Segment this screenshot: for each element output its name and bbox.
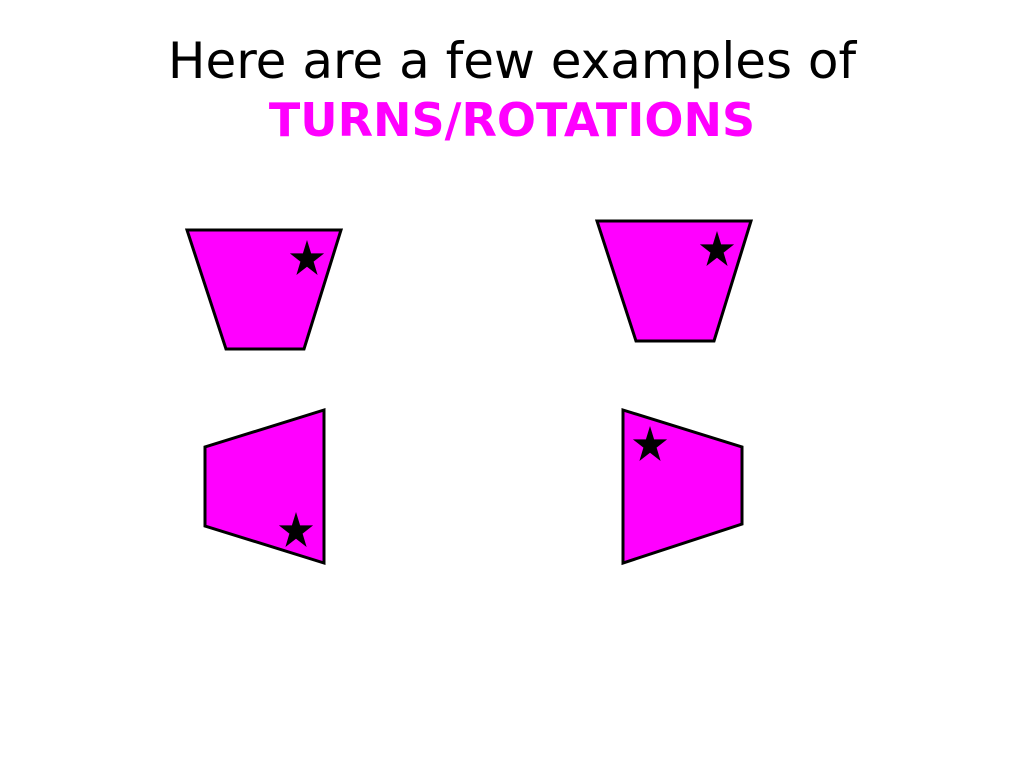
star-icon: [699, 231, 735, 266]
star-icon: [278, 512, 314, 547]
star-icon: [632, 426, 668, 461]
title-line-2-turns-rotations: TURNS/ROTATIONS: [268, 93, 756, 147]
trapezoid-shape-4: [621, 407, 744, 566]
title-line-1: Here are a few examples of: [167, 32, 857, 90]
star-icon: [289, 240, 325, 275]
trapezoid-shape-1: [184, 228, 344, 351]
trapezoid-shape-2: [594, 219, 754, 343]
rotated-trapezoid-bottom-right: [621, 407, 744, 566]
rotated-trapezoid-bottom-left: [203, 407, 326, 566]
trapezoid-shape-3: [203, 407, 326, 566]
rotated-trapezoid-top-right: [594, 219, 754, 343]
original-trapezoid: [184, 228, 344, 351]
slide-title: Here are a few examples of TURNS/ROTATIO…: [0, 30, 1024, 148]
